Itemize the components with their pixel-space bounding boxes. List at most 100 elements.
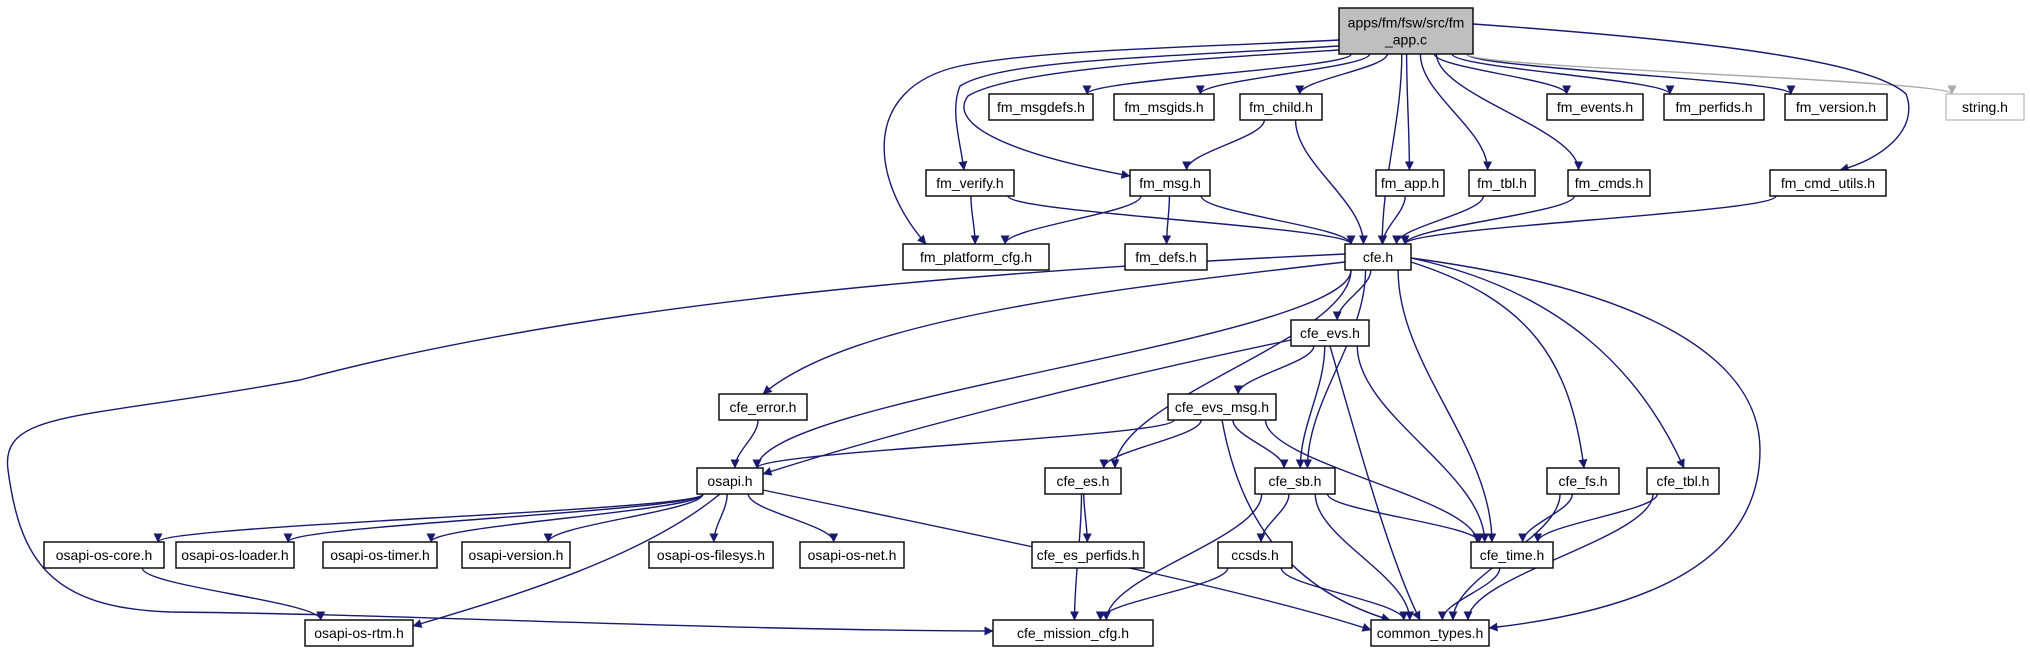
node-box[interactable] [902, 243, 1050, 271]
node-common[interactable]: common_types.h [1370, 619, 1490, 647]
edge-child-to-cfe [1294, 119, 1368, 245]
node-box[interactable] [1784, 93, 1888, 121]
node-box[interactable] [1031, 541, 1145, 569]
node-box[interactable] [648, 541, 774, 569]
node-oscore[interactable]: osapi-os-core.h [43, 541, 165, 569]
node-platcfg[interactable]: fm_platform_cfg.h [902, 243, 1050, 271]
node-label: cfe_tbl.h [1657, 473, 1710, 489]
node-box[interactable] [1167, 393, 1277, 421]
node-esperf[interactable]: cfe_es_perfids.h [1031, 541, 1145, 569]
node-box[interactable] [304, 619, 414, 647]
edge-cfe-to-common [1410, 257, 1761, 632]
node-osfilesys[interactable]: osapi-os-filesys.h [648, 541, 774, 569]
node-box[interactable] [1239, 93, 1323, 121]
node-verify[interactable]: fm_verify.h [925, 169, 1015, 197]
node-label: string.h [1962, 99, 2008, 115]
node-box[interactable] [322, 541, 438, 569]
node-defs[interactable]: fm_defs.h [1124, 243, 1208, 271]
node-box[interactable] [1113, 93, 1215, 121]
node-child[interactable]: fm_child.h [1239, 93, 1323, 121]
edge-root-to-string [1466, 53, 1957, 95]
node-label: cfe_es_perfids.h [1037, 547, 1140, 563]
edge-evsmsg-to-osapi [752, 419, 1175, 469]
node-time[interactable]: cfe_time.h [1470, 541, 1554, 569]
edge-cfe-to-osapi [752, 269, 1352, 469]
node-box[interactable] [1344, 243, 1412, 271]
node-box[interactable] [1945, 93, 2025, 121]
node-osloader[interactable]: osapi-os-loader.h [175, 541, 295, 569]
node-box[interactable] [925, 169, 1015, 197]
node-label: osapi-version.h [469, 547, 564, 563]
node-box[interactable] [1338, 7, 1474, 55]
node-error[interactable]: cfe_error.h [718, 393, 808, 421]
node-es[interactable]: cfe_es.h [1044, 467, 1122, 495]
node-box[interactable] [1375, 169, 1445, 197]
node-osversion[interactable]: osapi-version.h [461, 541, 571, 569]
edge-child-to-msg [1182, 119, 1266, 171]
edge-evs-to-common [1329, 345, 1421, 621]
node-box[interactable] [1217, 541, 1293, 569]
node-cmdutils[interactable]: fm_cmd_utils.h [1769, 169, 1887, 197]
node-box[interactable] [718, 393, 808, 421]
edge-root-to-perfids [1451, 53, 1675, 95]
node-box[interactable] [1254, 467, 1336, 495]
node-box[interactable] [175, 541, 295, 569]
node-perfids[interactable]: fm_perfids.h [1663, 93, 1765, 121]
node-msgdefs[interactable]: fm_msgdefs.h [988, 93, 1094, 121]
node-cfe[interactable]: cfe.h [1344, 243, 1412, 271]
node-app[interactable]: fm_app.h [1375, 169, 1445, 197]
node-evsmsg[interactable]: cfe_evs_msg.h [1167, 393, 1277, 421]
node-box[interactable] [1470, 541, 1554, 569]
node-box[interactable] [988, 93, 1094, 121]
node-box[interactable] [1129, 169, 1211, 197]
edge-tbl-to-cfe [1392, 195, 1485, 245]
node-box[interactable] [1663, 93, 1765, 121]
edge-evsmsg-to-time [1264, 419, 1482, 543]
node-cfetbl[interactable]: cfe_tbl.h [1646, 467, 1720, 495]
node-box[interactable] [1546, 467, 1620, 495]
node-osapi[interactable]: osapi.h [696, 467, 764, 495]
edge-evsmsg-to-common [1221, 419, 1391, 622]
node-label: osapi-os-core.h [56, 547, 153, 563]
node-label: fm_version.h [1796, 99, 1876, 115]
edge-cmdutils-to-cfe [1400, 195, 1777, 245]
node-box[interactable] [1370, 619, 1490, 647]
node-string[interactable]: string.h [1945, 93, 2025, 121]
node-events[interactable]: fm_events.h [1546, 93, 1644, 121]
node-box[interactable] [1769, 169, 1887, 197]
node-box[interactable] [1044, 467, 1122, 495]
edge-sb-to-ccsds [1256, 493, 1290, 543]
edge-osapi-to-osnet [747, 493, 839, 543]
node-ostimer[interactable]: osapi-os-timer.h [322, 541, 438, 569]
node-fs[interactable]: cfe_fs.h [1546, 467, 1620, 495]
node-box[interactable] [1290, 319, 1370, 347]
node-root[interactable]: apps/fm/fsw/src/fm_app.c [1338, 7, 1474, 55]
node-box[interactable] [1646, 467, 1720, 495]
node-box[interactable] [1546, 93, 1644, 121]
edge-root-to-version [1466, 53, 1796, 95]
node-msgids[interactable]: fm_msgids.h [1113, 93, 1215, 121]
edge-cfe-to-time [1397, 269, 1497, 543]
node-box[interactable] [43, 541, 165, 569]
node-evs[interactable]: cfe_evs.h [1290, 319, 1370, 347]
node-msg[interactable]: fm_msg.h [1129, 169, 1211, 197]
node-sb[interactable]: cfe_sb.h [1254, 467, 1336, 495]
node-box[interactable] [799, 541, 905, 569]
node-osrtm[interactable]: osapi-os-rtm.h [304, 619, 414, 647]
node-box[interactable] [1124, 243, 1208, 271]
node-tbl[interactable]: fm_tbl.h [1468, 169, 1536, 197]
node-label: fm_verify.h [936, 175, 1003, 191]
node-missioncfg[interactable]: cfe_mission_cfg.h [992, 619, 1154, 647]
node-box[interactable] [696, 467, 764, 495]
node-box[interactable] [1567, 169, 1651, 197]
node-cmds[interactable]: fm_cmds.h [1567, 169, 1651, 197]
node-box[interactable] [992, 619, 1154, 647]
edges-layer [6, 23, 1957, 636]
node-box[interactable] [461, 541, 571, 569]
node-osnet[interactable]: osapi-os-net.h [799, 541, 905, 569]
node-ccsds[interactable]: ccsds.h [1217, 541, 1293, 569]
node-version[interactable]: fm_version.h [1784, 93, 1888, 121]
node-label: fm_msg.h [1139, 175, 1200, 191]
node-box[interactable] [1468, 169, 1536, 197]
